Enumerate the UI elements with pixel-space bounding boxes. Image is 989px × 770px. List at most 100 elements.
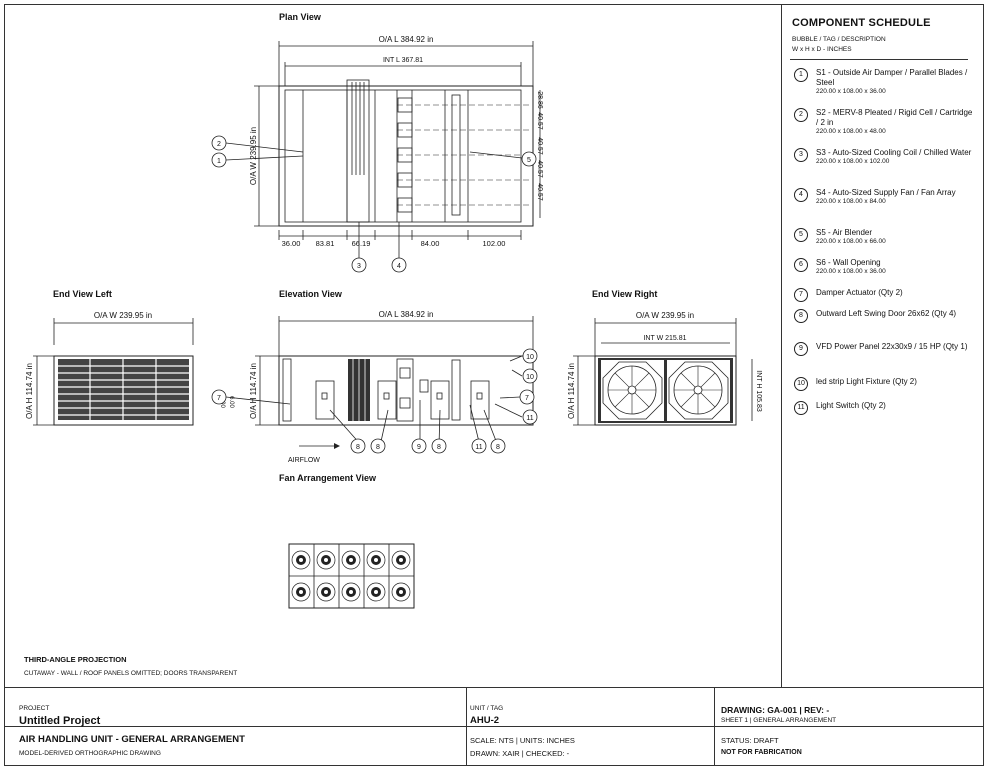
schedule-item-text: S6 - Wall Opening xyxy=(816,258,881,267)
schedule-item-7: 7 Damper Actuator (Qty 2) xyxy=(794,288,974,302)
callout-bubble-11b: 11 xyxy=(522,409,538,425)
plan-oaw-dim: O/A W 239.95 in xyxy=(249,127,258,185)
elevation-view: O/A L 384.92 in O/A H 114.74 in AIRFLOW xyxy=(225,310,534,464)
end-view-left: O/A W 239.95 in O/A H 114.74 in 6.00 6.0… xyxy=(25,311,234,426)
endleft-oaw-dim: O/A W 239.95 in xyxy=(94,311,152,320)
project-label: PROJECT xyxy=(19,705,50,712)
callout-bubble-7-left: 7 xyxy=(211,389,227,405)
drawing-sheet xyxy=(4,4,984,766)
plan-dim-3: 66.19 xyxy=(352,239,371,248)
elev-oah-dim: O/A H 114.74 in xyxy=(249,363,258,419)
plan-right-dim-5: 40.57 xyxy=(536,183,543,201)
svg-text:1: 1 xyxy=(217,158,221,165)
plan-dim-5: 102.00 xyxy=(483,239,506,248)
endleft-dim-b: 6.00 xyxy=(228,396,234,408)
endright-oah-dim: O/A H 114.74 in xyxy=(567,363,576,419)
sheet-info: SHEET 1 | GENERAL ARRANGEMENT xyxy=(721,717,837,724)
schedule-item-11: 11 Light Switch (Qty 2) xyxy=(794,401,974,415)
end-view-right-title: End View Right xyxy=(592,289,658,299)
svg-text:2: 2 xyxy=(217,141,221,148)
end-view-right: O/A W 239.95 in INT W 215.81 O/A H 114.7… xyxy=(567,311,762,426)
project-name: Untitled Project xyxy=(19,715,101,727)
schedule-item-dims: 220.00 x 108.00 x 102.00 xyxy=(816,158,890,165)
schedule-bubble: 2 xyxy=(794,108,808,122)
endright-inth-dim: INT H 105.83 xyxy=(755,370,762,412)
schedule-item-text: Damper Actuator (Qty 2) xyxy=(816,288,903,297)
schedule-bubble: 1 xyxy=(794,68,808,82)
projection-note: THIRD-ANGLE PROJECTION xyxy=(24,655,127,664)
svg-text:10: 10 xyxy=(526,354,534,361)
svg-text:3: 3 xyxy=(357,263,361,270)
endleft-oah-dim: O/A H 114.74 in xyxy=(25,363,34,419)
plan-right-dim-2: 40.57 xyxy=(536,112,543,130)
plan-intl-dim: INT L 367.81 xyxy=(383,57,423,64)
schedule-item-6: 6 S6 - Wall Opening 220.00 x 108.00 x 36… xyxy=(794,258,974,276)
drawn-checked: DRAWN: XAIR | CHECKED: - xyxy=(470,749,570,758)
schedule-bubble: 5 xyxy=(794,228,808,242)
plan-dim-4: 84.00 xyxy=(421,239,440,248)
svg-text:7: 7 xyxy=(217,395,221,402)
callout-bubble-9: 9 xyxy=(411,438,427,454)
schedule-item-text: S4 - Auto-Sized Supply Fan / Fan Array xyxy=(816,188,956,197)
schedule-subtitle-1: BUBBLE / TAG / DESCRIPTION xyxy=(792,36,886,43)
schedule-bubble: 10 xyxy=(794,377,808,391)
schedule-item-4: 4 S4 - Auto-Sized Supply Fan / Fan Array… xyxy=(794,188,974,206)
callout-bubble-2: 2 xyxy=(211,135,227,151)
title-block: PROJECT Untitled Project AIR HANDLING UN… xyxy=(5,687,983,766)
schedule-bubble: 3 xyxy=(794,148,808,162)
svg-text:5: 5 xyxy=(527,157,531,164)
status: STATUS: DRAFT xyxy=(721,736,779,745)
callout-bubble-1: 1 xyxy=(211,152,227,168)
schedule-item-2: 2 S2 - MERV-8 Pleated / Rigid Cell / Car… xyxy=(794,108,974,136)
elev-oal-dim: O/A L 384.92 in xyxy=(379,310,434,319)
schedule-item-text: S1 - Outside Air Damper / Parallel Blade… xyxy=(816,68,968,87)
schedule-item-8: 8 Outward Left Swing Door 26x62 (Qty 4) xyxy=(794,309,974,323)
title-block-rule xyxy=(466,726,983,727)
schedule-item-dims: 220.00 x 108.00 x 36.00 xyxy=(816,268,886,275)
fan-arrangement-view xyxy=(288,543,415,609)
svg-text:9: 9 xyxy=(417,444,421,451)
schedule-title: COMPONENT SCHEDULE xyxy=(792,17,931,29)
callout-bubble-8c: 8 xyxy=(431,438,447,454)
callout-bubble-3: 3 xyxy=(351,257,367,273)
schedule-bubble: 9 xyxy=(794,342,808,356)
callout-bubble-10a: 10 xyxy=(522,348,538,364)
fabrication-note: NOT FOR FABRICATION xyxy=(721,749,802,756)
elevation-view-title: Elevation View xyxy=(279,289,342,299)
airflow-label: AIRFLOW xyxy=(288,457,320,464)
schedule-item-dims: 220.00 x 108.00 x 48.00 xyxy=(816,128,886,135)
title-block-divider xyxy=(466,688,467,766)
plan-right-dim-4: 40.57 xyxy=(536,160,543,178)
schedule-bubble: 11 xyxy=(794,401,808,415)
svg-text:4: 4 xyxy=(397,263,401,270)
plan-right-dim-1: 28.86 xyxy=(536,91,543,109)
plan-right-dim-3: 40.57 xyxy=(536,137,543,155)
callout-bubble-10b: 10 xyxy=(522,368,538,384)
schedule-item-dims: 220.00 x 108.00 x 84.00 xyxy=(816,198,886,205)
fan-arrangement-title: Fan Arrangement View xyxy=(279,473,377,483)
drawing-number: DRAWING: GA-001 | REV: - xyxy=(721,705,830,715)
schedule-item-text: S3 - Auto-Sized Cooling Coil / Chilled W… xyxy=(816,148,972,157)
end-view-left-title: End View Left xyxy=(53,289,112,299)
schedule-item-dims: 220.00 x 108.00 x 66.00 xyxy=(816,238,886,245)
schedule-item-10: 10 led strip Light Fixture (Qty 2) xyxy=(794,377,974,391)
schedule-subtitle-2: W x H x D - INCHES xyxy=(792,46,852,53)
schedule-divider xyxy=(790,59,968,60)
schedule-item-1: 1 S1 - Outside Air Damper / Parallel Bla… xyxy=(794,68,974,96)
cutaway-note: CUTAWAY - WALL / ROOF PANELS OMITTED; DO… xyxy=(24,670,238,677)
callout-bubble-7-right: 7 xyxy=(519,389,535,405)
drawing-canvas: O/A L 384.92 in INT L 367.81 O/A W 239.9… xyxy=(25,35,762,609)
svg-text:11: 11 xyxy=(526,415,533,422)
schedule-bubble: 4 xyxy=(794,188,808,202)
svg-text:8: 8 xyxy=(437,444,441,451)
plan-dim-2: 83.81 xyxy=(316,239,335,248)
schedule-item-5: 5 S5 - Air Blender 220.00 x 108.00 x 66.… xyxy=(794,228,974,246)
callout-bubble-11a: 11 xyxy=(471,438,487,454)
title-block-rule xyxy=(5,726,466,727)
svg-text:8: 8 xyxy=(376,444,380,451)
schedule-bubble: 7 xyxy=(794,288,808,302)
plan-view-title: Plan View xyxy=(279,12,321,22)
schedule-item-text: VFD Power Panel 22x30x9 / 15 HP (Qty 1) xyxy=(816,342,968,351)
schedule-item-text: Outward Left Swing Door 26x62 (Qty 4) xyxy=(816,309,957,318)
drawing-subtitle: MODEL-DERIVED ORTHOGRAPHIC DRAWING xyxy=(19,750,161,757)
